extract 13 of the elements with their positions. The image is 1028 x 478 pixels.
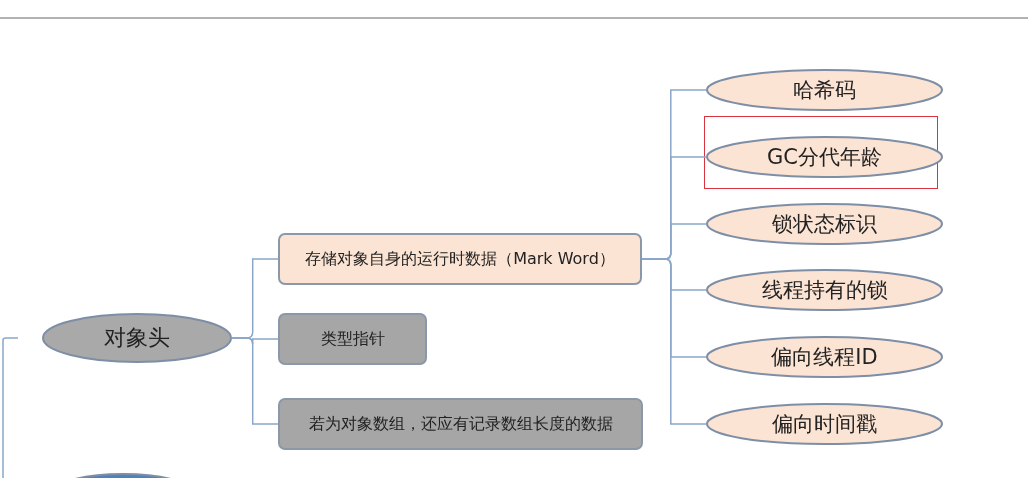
process-box: 类型指针 bbox=[278, 313, 427, 365]
connector-line bbox=[231, 337, 279, 425]
connector-line bbox=[641, 258, 707, 425]
oval-node: 锁状态标识 bbox=[706, 203, 943, 245]
oval-node: 对象头 bbox=[42, 313, 232, 363]
oval-node: GC分代年龄 bbox=[706, 136, 943, 178]
process-box: 若为对象数组，还应有记录数组长度的数据 bbox=[278, 398, 643, 450]
process-box: 存储对象自身的运行时数据（Mark Word） bbox=[278, 233, 642, 285]
oval-node: 偏向时间戳 bbox=[706, 403, 943, 445]
oval-node: 线程持有的锁 bbox=[706, 269, 943, 311]
oval-node: 偏向线程ID bbox=[706, 336, 943, 378]
oval-node: 哈希码 bbox=[706, 69, 943, 111]
connector-line bbox=[2, 337, 19, 478]
